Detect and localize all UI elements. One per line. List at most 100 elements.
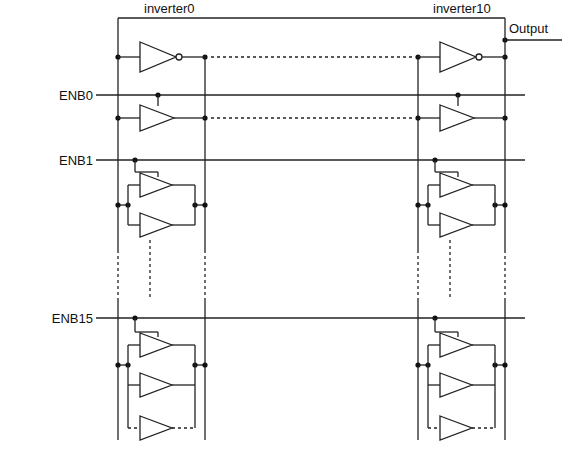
wire [427, 345, 428, 428]
component-label: inverter10 [432, 2, 492, 15]
junction-dot [202, 202, 207, 207]
wire [428, 184, 440, 185]
wire [428, 344, 440, 345]
wire [472, 184, 495, 185]
wire [157, 95, 158, 106]
junction-dot [415, 202, 420, 207]
wire [117, 18, 118, 250]
wire [457, 95, 458, 106]
wire [128, 184, 140, 185]
wire [96, 317, 525, 318]
wire [134, 160, 135, 172]
wire [428, 224, 440, 225]
wire [494, 345, 495, 428]
junction-dot [502, 362, 507, 367]
buffer-symbol [440, 105, 474, 131]
wire [417, 300, 418, 440]
inverter-bubble [476, 54, 482, 60]
wire [157, 172, 158, 177]
wire [435, 331, 458, 332]
signal-name: ENB0 [58, 89, 94, 102]
wire [194, 185, 195, 225]
junction-dot [202, 362, 207, 367]
wire [457, 332, 458, 337]
wire [434, 160, 435, 172]
junction-dot [502, 202, 507, 207]
wire [418, 117, 440, 118]
port-label: Output [508, 22, 549, 35]
wire [172, 184, 195, 185]
wire [504, 18, 505, 250]
wire [118, 117, 140, 118]
wire [482, 56, 505, 57]
buffer-symbol [140, 416, 172, 440]
wire [128, 224, 140, 225]
wire [172, 384, 195, 385]
dashed-wire [417, 250, 418, 300]
wire [204, 300, 205, 440]
wire [182, 56, 205, 57]
buffer-symbol [140, 42, 176, 72]
buffer-symbol [440, 173, 472, 197]
wire [472, 344, 495, 345]
wire [174, 117, 205, 118]
wire [172, 344, 195, 345]
wire [204, 57, 205, 250]
buffer-symbol [140, 105, 174, 131]
wire [194, 345, 195, 428]
wire [135, 171, 158, 172]
buffer-symbol [440, 42, 476, 72]
wire [117, 300, 118, 440]
dashed-wire [117, 250, 118, 300]
dashed-wire [211, 56, 414, 57]
buffer-symbol [140, 213, 172, 237]
buffer-symbol [140, 333, 172, 357]
wire [472, 224, 495, 225]
wire [418, 56, 440, 57]
wire [457, 172, 458, 177]
wire [157, 332, 158, 337]
dashed-wire [504, 250, 505, 300]
wire [417, 57, 418, 250]
buffer-symbol [440, 416, 472, 440]
wire [474, 117, 505, 118]
dashed-wire [149, 240, 150, 300]
wire [427, 185, 428, 225]
junction-dot [415, 362, 420, 367]
inverter-bubble [176, 54, 182, 60]
dashed-wire [172, 427, 195, 428]
wire [118, 17, 505, 18]
wire [134, 318, 135, 332]
wire [172, 224, 195, 225]
signal-name: ENB15 [51, 312, 94, 325]
wire [494, 185, 495, 225]
wire [96, 159, 525, 160]
wire [127, 185, 128, 225]
dashed-wire [204, 250, 205, 300]
wire [504, 300, 505, 440]
wire [118, 56, 140, 57]
junction-dot [115, 202, 120, 207]
wire [128, 384, 140, 385]
component-label: inverter0 [143, 2, 196, 15]
buffer-symbol [440, 333, 472, 357]
buffer-symbol [440, 373, 472, 397]
junction-dot [115, 362, 120, 367]
buffer-symbol [440, 213, 472, 237]
buffer-symbol [140, 173, 172, 197]
wire [505, 39, 562, 40]
dashed-wire [128, 427, 140, 428]
wire [435, 171, 458, 172]
wire [128, 344, 140, 345]
buffer-symbol [140, 373, 172, 397]
dashed-wire [449, 240, 450, 300]
dashed-wire [428, 427, 440, 428]
signal-name: ENB1 [58, 154, 94, 167]
dashed-wire [472, 427, 495, 428]
wire [135, 331, 158, 332]
dashed-wire [211, 117, 414, 118]
wire [127, 345, 128, 428]
wire [434, 318, 435, 332]
